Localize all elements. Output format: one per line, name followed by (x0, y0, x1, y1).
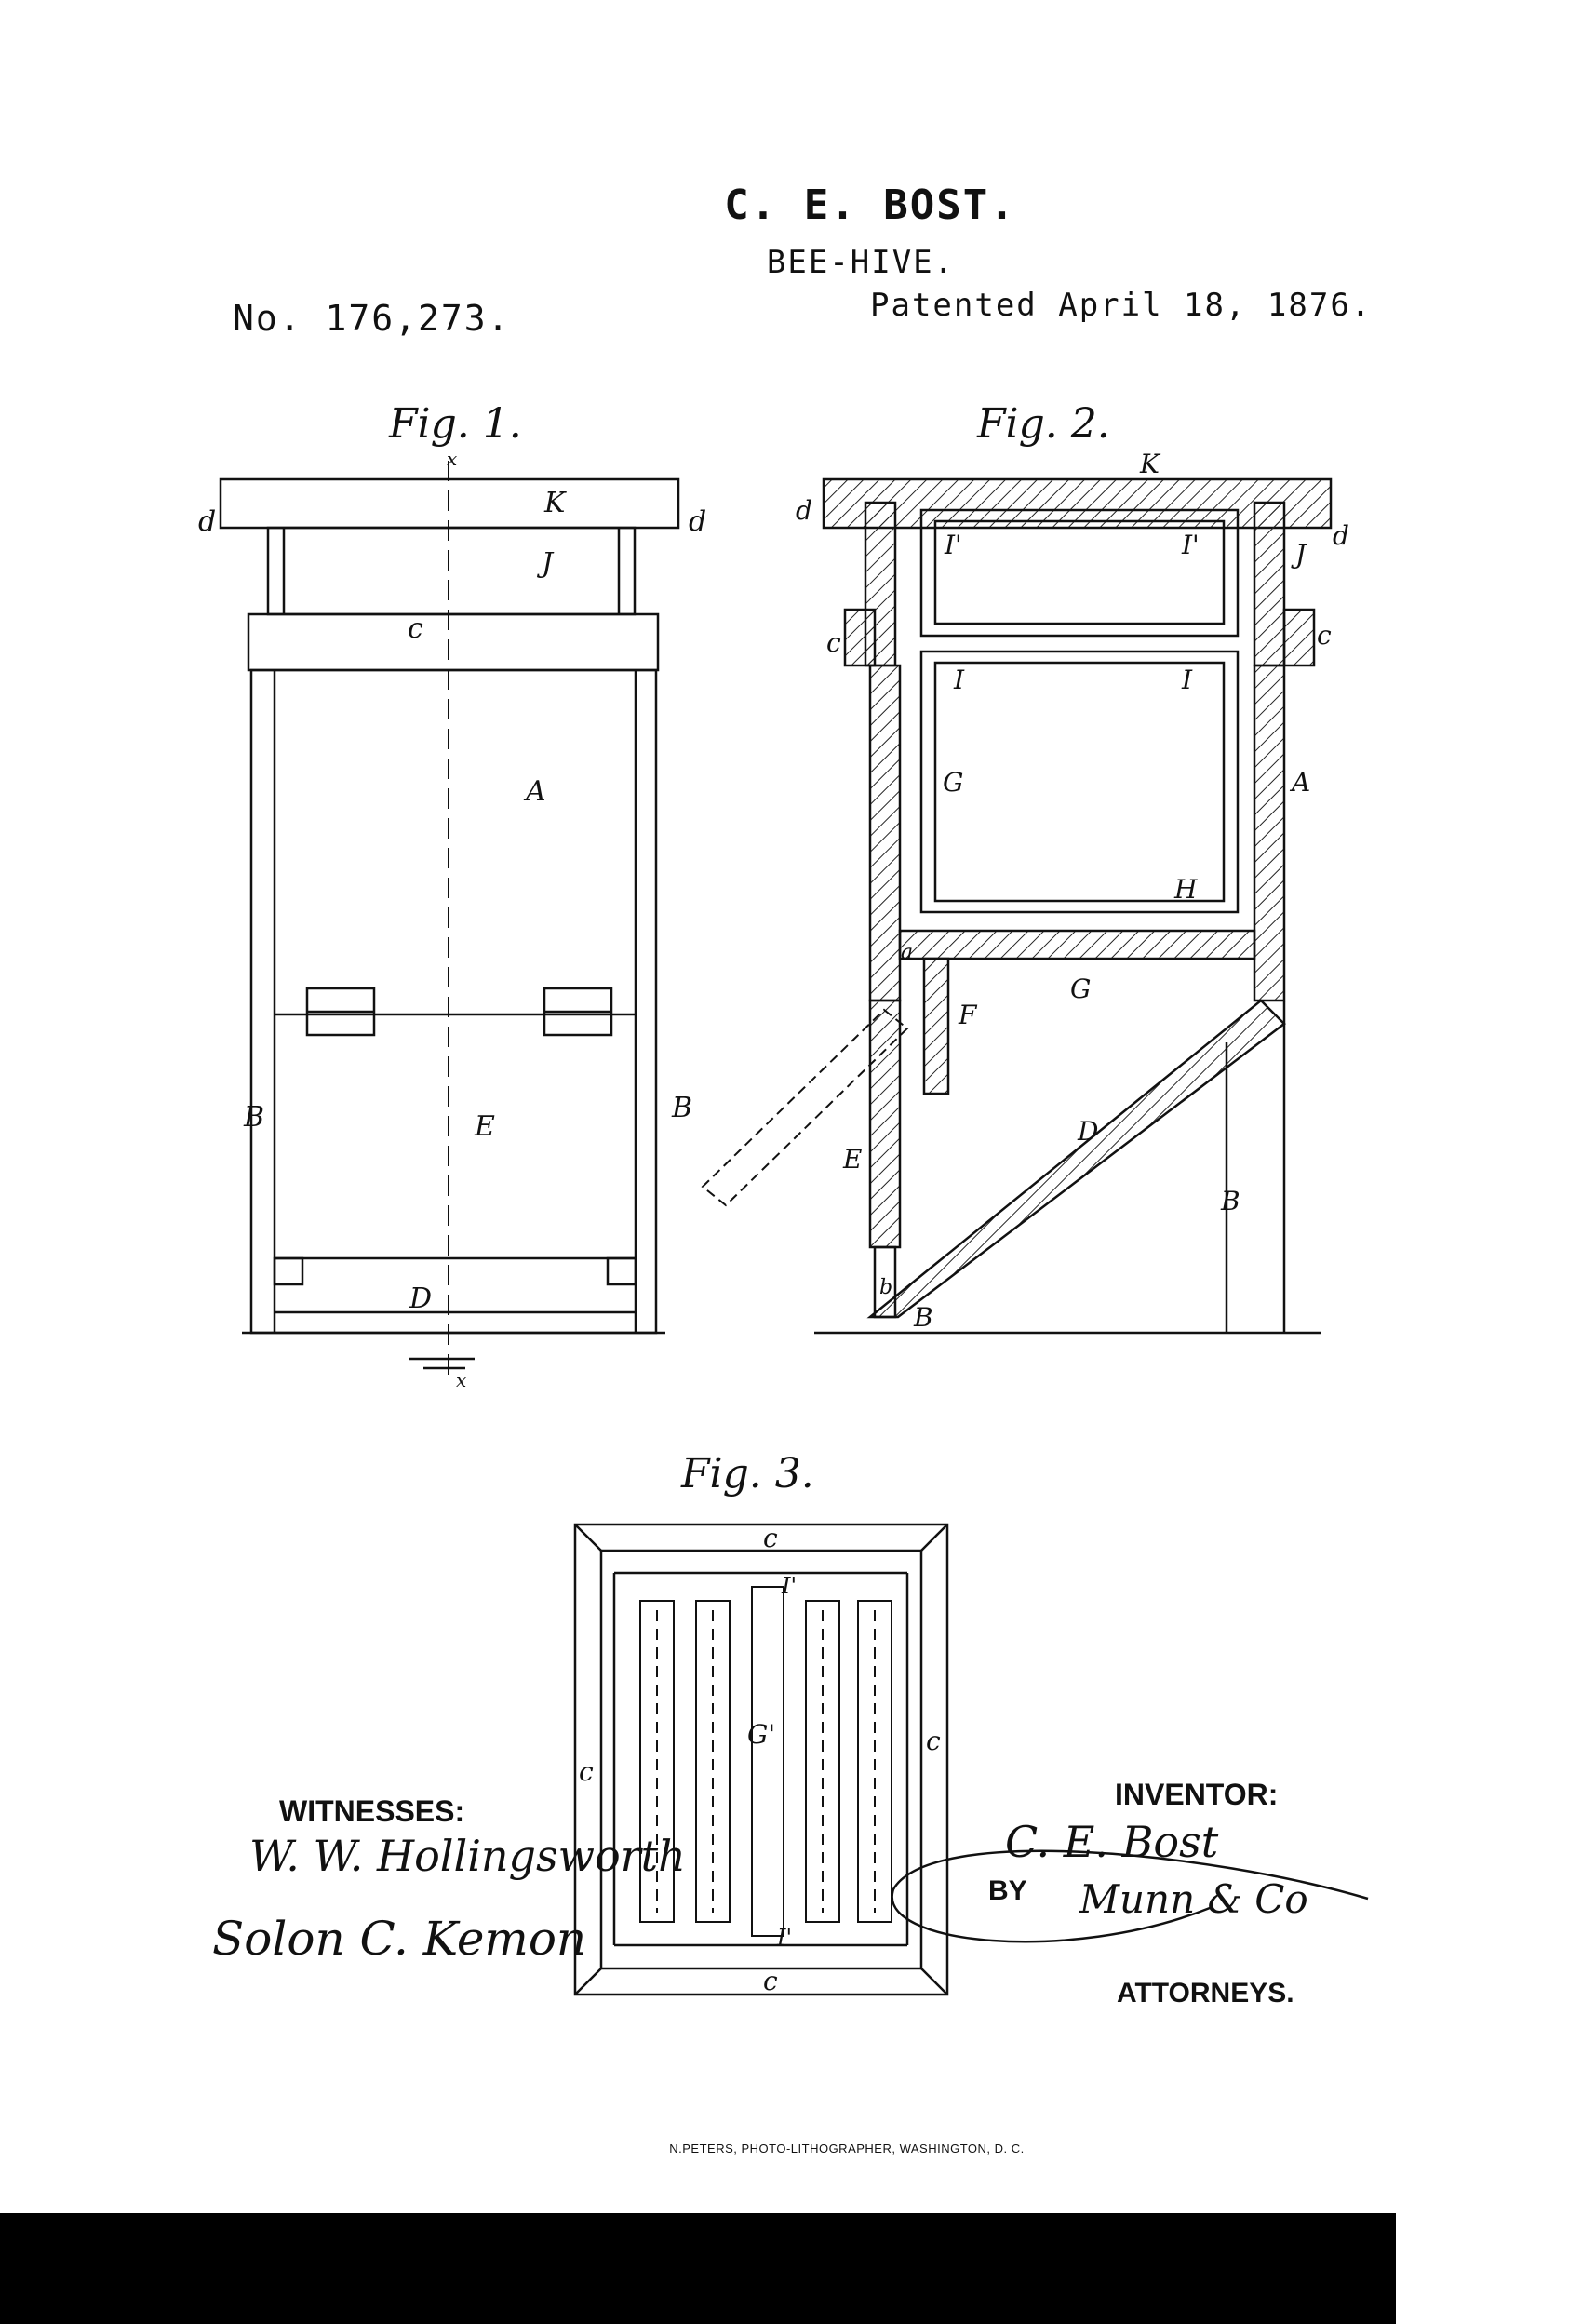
invention-title: BEE-HIVE. (766, 244, 956, 281)
witness-1-signature: W. W. Hollingsworth (249, 1831, 686, 1881)
fig3-label-c-left: c (579, 1756, 594, 1787)
fig3-label-c-top: c (763, 1523, 778, 1553)
fig2-label-b-small: b (879, 1276, 892, 1299)
patent-number: No. 176,273. (233, 298, 511, 339)
fig1-body (249, 668, 658, 1335)
fig2-label-g: G (943, 767, 963, 798)
attorney-flourish (891, 1849, 1369, 1943)
fig2-label-d: D (1077, 1116, 1098, 1147)
figure-3 (573, 1523, 949, 1996)
fig2-label-k: K (1139, 449, 1161, 479)
fig2-label-b-right: B (1220, 1186, 1240, 1216)
scan-border (0, 2213, 1396, 2324)
fig1-label-x-bottom: x (456, 1369, 466, 1391)
fig1-upper-box (266, 526, 637, 616)
fig2-label-i-left: I (953, 665, 965, 695)
by-label: BY (988, 1875, 1027, 1906)
fig1-label-e: E (474, 1110, 495, 1143)
fig1-label-d-left: d (198, 505, 216, 538)
fig1-label-b-left: B (243, 1101, 264, 1134)
fig2-label-i-right: I (1181, 665, 1193, 695)
fig1-label-j: J (536, 547, 555, 580)
fig3-label-g1: G' (747, 1719, 775, 1750)
figure-2 (701, 477, 1333, 1335)
witness-2-signature: Solon C. Kemon (212, 1912, 586, 1966)
fig3-label-c-right: c (926, 1726, 941, 1756)
fig2-label-j: J (1291, 539, 1307, 570)
patent-date: Patented April 18, 1876. (870, 287, 1373, 324)
fig2-label-c-right: c (1317, 620, 1332, 651)
lithographer-footer: N.PETERS, PHOTO-LITHOGRAPHER, WASHINGTON… (669, 2142, 1025, 2156)
fig3-label-i1-bottom: I' (776, 1925, 792, 1951)
inventor-name: C. E. BOST. (724, 181, 1016, 229)
fig1-label-d: D (409, 1283, 432, 1315)
fig1-label-c: c (408, 612, 423, 645)
fig2-label-i1-left: I' (944, 530, 962, 560)
fig1-band (247, 612, 660, 672)
fig1-label-k: K (543, 487, 567, 519)
fig2-label-a-lower: a (901, 941, 913, 964)
fig3-label-c-bottom: c (763, 1966, 778, 1996)
fig2-title: Fig. 2. (976, 400, 1110, 448)
fig2-label-h: H (1173, 874, 1198, 905)
witnesses-label: WITNESSES: (279, 1794, 465, 1828)
fig2-label-b-bottom: B (913, 1302, 933, 1333)
fig2-label-d-left: d (796, 495, 812, 526)
fig3-label-i1-top: I' (781, 1573, 797, 1599)
fig2-label-f: F (958, 1000, 978, 1030)
fig1-label-x-top: x (447, 448, 457, 470)
inventor-label: INVENTOR: (1115, 1778, 1279, 1811)
fig2-label-d-right: d (1333, 520, 1349, 551)
fig1-label-d-right: d (689, 505, 706, 538)
fig2-label-e: E (842, 1144, 862, 1175)
fig3-title: Fig. 3. (680, 1450, 814, 1498)
fig2-label-g-lower: G (1070, 974, 1091, 1004)
figure-1 (219, 461, 680, 1382)
fig2-label-a: A (1289, 767, 1310, 798)
fig1-label-a: A (523, 775, 546, 808)
fig2-label-i1-right: I' (1181, 530, 1200, 560)
fig1-title: Fig. 1. (388, 400, 522, 448)
attorneys-label: ATTORNEYS. (1117, 1978, 1294, 2008)
fig1-label-b-right: B (671, 1092, 692, 1124)
fig2-label-c-left: c (826, 627, 841, 658)
inventor-signature: C. E. Bost (1005, 1817, 1219, 1867)
